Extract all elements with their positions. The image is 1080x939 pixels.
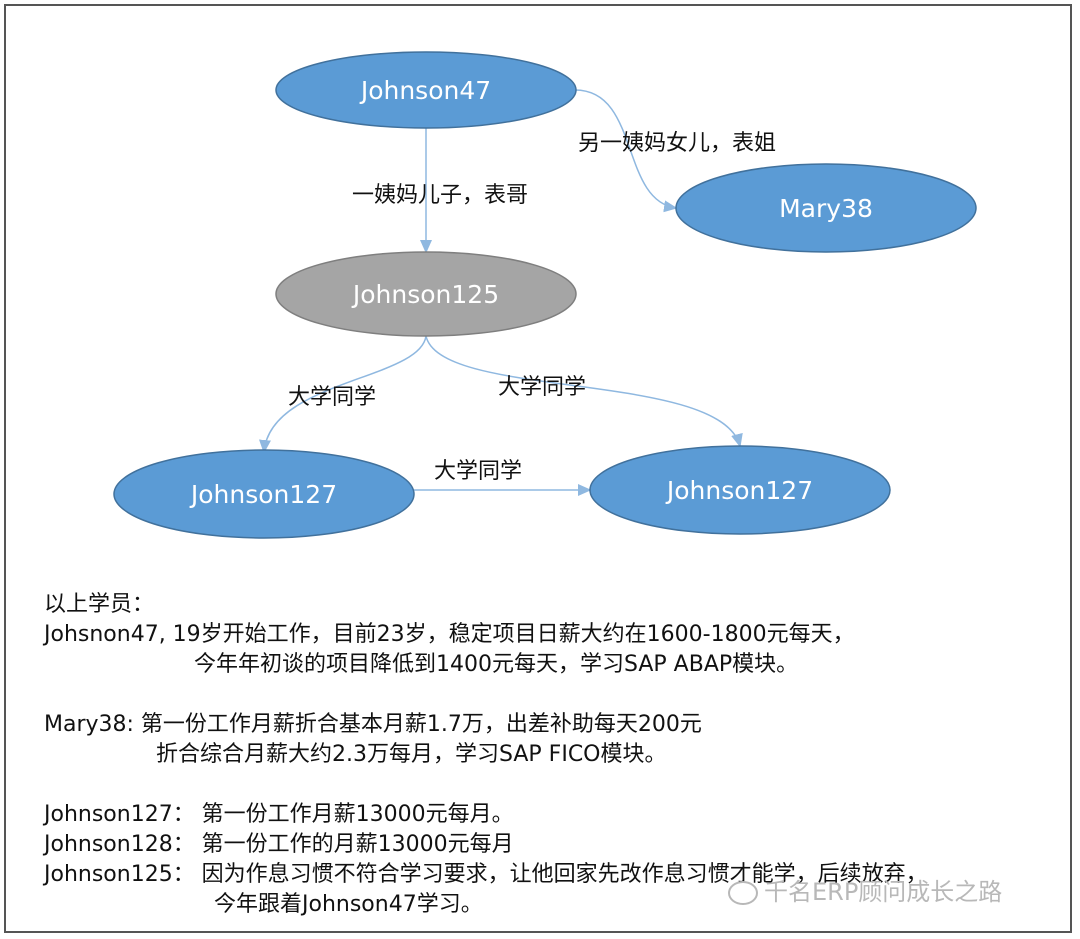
edge-label-j125-to-j127-left: 大学同学 bbox=[288, 385, 376, 410]
node-mary38-label: Mary38 bbox=[779, 194, 873, 223]
note-mary38-line2: 折合综合月薪大约2.3万每月，学习SAP FICO模块。 bbox=[156, 742, 667, 767]
node-mary38[interactable]: Mary38 bbox=[675, 163, 977, 253]
note-mary38-line1: Mary38: 第一份工作月薪折合基本月薪1.7万，出差补助每天200元 bbox=[44, 712, 702, 737]
diagram-frame bbox=[4, 4, 1072, 933]
note-johnson125-line1: Johnson125： 因为作息习惯不符合学习要求，让他回家先改作息习惯才能学，… bbox=[44, 862, 928, 887]
note-johnson127: Johnson127： 第一份工作月薪13000元每月。 bbox=[44, 802, 514, 827]
watermark-text: 千名ERP顾问成长之路 bbox=[764, 878, 1003, 906]
node-johnson47-label: Johnson47 bbox=[359, 76, 491, 105]
node-johnson47[interactable]: Johnson47 bbox=[275, 51, 577, 129]
notes-spacer bbox=[44, 770, 1054, 800]
edge-label-j125-to-j127-right: 大学同学 bbox=[498, 375, 586, 400]
notes-heading: 以上学员： bbox=[44, 592, 155, 617]
edge-j125-to-j127-right bbox=[425, 335, 743, 448]
edge-label-j47-to-mary38: 另一姨妈女儿，表姐 bbox=[578, 131, 776, 156]
notes-spacer bbox=[44, 680, 1054, 710]
node-johnson127-left-label: Johnson127 bbox=[189, 480, 337, 509]
note-johnson47-line2: 今年年初谈的项目降低到1400元每天，学习SAP ABAP模块。 bbox=[194, 652, 799, 677]
node-johnson127-right-label: Johnson127 bbox=[665, 476, 813, 505]
node-johnson125[interactable]: Johnson125 bbox=[275, 251, 577, 337]
edge-label-j127-to-j127: 大学同学 bbox=[434, 459, 522, 484]
edge-j125-to-j127-left bbox=[259, 335, 427, 454]
edge-label-j47-to-j125: 一姨妈儿子，表哥 bbox=[352, 183, 528, 208]
node-johnson127-right[interactable]: Johnson127 bbox=[589, 445, 891, 535]
note-johnson128: Johnson128： 第一份工作的月薪13000元每月 bbox=[44, 832, 514, 857]
student-notes: 以上学员： Johsnon47, 19岁开始工作，目前23岁，稳定项目日薪大约在… bbox=[44, 590, 1054, 920]
node-johnson125-label: Johnson125 bbox=[351, 280, 499, 309]
edge-j47-to-mary38 bbox=[574, 89, 678, 213]
note-johnson125-line2: 今年跟着Johnson47学习。 bbox=[214, 892, 483, 917]
note-johnson47-line1: Johsnon47, 19岁开始工作，目前23岁，稳定项目日薪大约在1600-1… bbox=[44, 622, 855, 647]
watermark: 千名ERP顾问成长之路 bbox=[728, 872, 1002, 907]
node-johnson127-left[interactable]: Johnson127 bbox=[113, 449, 415, 539]
wechat-icon bbox=[728, 881, 758, 905]
